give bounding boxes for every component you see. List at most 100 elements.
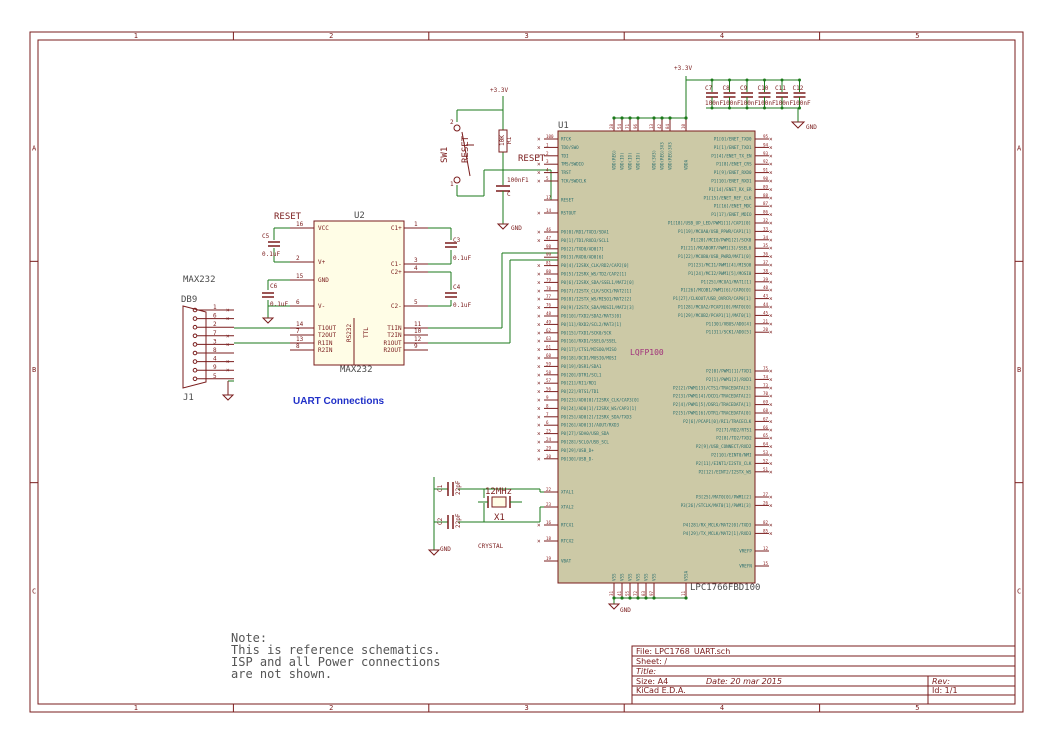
db9-pin-dot bbox=[192, 342, 198, 347]
u1-right-pin-num: 95 bbox=[763, 134, 769, 139]
u1-left-pin-num: 3 bbox=[546, 159, 549, 164]
u1-no-connect: × bbox=[769, 136, 773, 143]
u1-right-pin-num: 88 bbox=[763, 193, 769, 198]
u1-no-connect: × bbox=[537, 161, 541, 168]
u1-no-connect: × bbox=[769, 402, 773, 409]
u1-right-pin-name: P2[12]/EINT2/I2STX_WS bbox=[698, 469, 751, 474]
db9-pins: 1×6×27×3×84×9×5 bbox=[192, 304, 234, 382]
u1-left-pin-num: 30 bbox=[546, 454, 552, 459]
u1-right-pin-name: P1[26]/MCOB1/PWM1[6]/CAP0[0] bbox=[681, 288, 752, 293]
u2-right-pin-name: C2+ bbox=[391, 269, 402, 276]
u1-no-connect: × bbox=[769, 153, 773, 160]
u1-left-pin-name: P0[20]/DTR1/SCL1 bbox=[561, 372, 602, 377]
border-col-top: 4 bbox=[720, 32, 724, 40]
crystal-caps bbox=[447, 482, 454, 529]
u1-left-pin-num: 60 bbox=[546, 353, 552, 358]
junction-dot bbox=[798, 78, 801, 82]
u1-left-pin-name: TRST bbox=[561, 170, 572, 175]
u1-right-pin-num: 26 bbox=[763, 500, 769, 505]
tb-file: File: LPC1768_UART.sch bbox=[636, 647, 730, 656]
border-col-bottom: 2 bbox=[329, 704, 333, 712]
db9-pin-dot bbox=[192, 333, 198, 339]
u2-left-pin-num: 13 bbox=[296, 336, 304, 343]
u1-left-pin-num: 9 bbox=[546, 395, 549, 400]
u1-left-pin-num: 5 bbox=[546, 176, 549, 181]
note-line-3: ISP and all Power connections bbox=[231, 655, 441, 669]
sw1-pin1: 1 bbox=[450, 181, 454, 188]
u1-right-pin-name: P1[30]/VBUS/AD0[4] bbox=[706, 321, 751, 326]
title-block bbox=[631, 645, 1016, 705]
db9-pin-num: 3 bbox=[213, 338, 217, 345]
u2-left-pin-num: 15 bbox=[296, 273, 304, 280]
border-row-left: A bbox=[32, 145, 37, 153]
u1-right-pin-num: 15 bbox=[763, 561, 769, 566]
u1-no-connect: × bbox=[537, 210, 541, 217]
u1-no-connect: × bbox=[769, 212, 773, 219]
u1-left-pin-num: 47 bbox=[546, 235, 552, 240]
u1-right-pin-name: P1[27]/CLKOUT/USB_OVRCR/CAP0[1] bbox=[673, 296, 751, 301]
u2-cap-value: 0.1uF bbox=[262, 251, 280, 258]
u1-right-pin-num: 89 bbox=[763, 184, 769, 189]
u1-no-connect: × bbox=[537, 313, 541, 320]
u1-bottom-pin-num: 72 bbox=[633, 590, 638, 596]
db9-no-connect: × bbox=[226, 333, 230, 340]
u1-no-connect: × bbox=[769, 144, 773, 151]
u1-left-pin-num: 81 bbox=[546, 261, 552, 266]
u1-right-pin-num: 20 bbox=[763, 327, 769, 332]
u1-bottom-pin-name: VSS bbox=[620, 573, 625, 581]
u1-right-pin-name: P2[5]/PWM1[6]/DTR1/TRACEDATA[0] bbox=[673, 411, 751, 416]
u1-left-pin-name: P0[16]/RXD1/SSEL0/SSEL bbox=[561, 339, 617, 344]
u2-ttl-label: TTL bbox=[363, 327, 370, 338]
u1-left-pin-name: TCK/SWDCLK bbox=[561, 179, 587, 184]
u1-right-pin-name: P2[9]/USB_CONNECT/RXD2 bbox=[696, 444, 752, 449]
u1-right-pin-name: P1[18]/USB_UP_LED/PWM1[1]/CAP1[0] bbox=[668, 221, 751, 226]
reset-switch[interactable]: SW1 RESET 2 1 bbox=[440, 119, 474, 188]
u1-right-pin-num: 36 bbox=[763, 252, 769, 257]
lpc1766-chip bbox=[557, 130, 756, 584]
u1-right-pin-num: 33 bbox=[763, 226, 769, 231]
c2-value: 22pF bbox=[455, 513, 462, 528]
u1-left-pin-num: 79 bbox=[546, 277, 552, 282]
u1-left-pin-name: RTCK bbox=[561, 137, 572, 142]
junction-dot bbox=[745, 78, 749, 82]
u2-left-pin-name: V- bbox=[318, 303, 325, 310]
u1-top-pin-name: VDD(3V3) bbox=[652, 150, 657, 170]
u1-no-connect: × bbox=[769, 312, 773, 319]
u1-top-pin-num: 13 bbox=[649, 123, 654, 129]
u1-left-pin-num: 77 bbox=[546, 294, 552, 299]
border-col-top: 3 bbox=[525, 32, 529, 40]
u1-left-pin-num: 100 bbox=[546, 134, 554, 139]
u1-no-connect: × bbox=[537, 439, 541, 446]
u1-right-pin-num: 69 bbox=[763, 400, 769, 405]
border-col-top: 2 bbox=[329, 32, 333, 40]
db9-pin-dot bbox=[192, 359, 198, 364]
junction-dot bbox=[684, 116, 688, 120]
border-row-left: C bbox=[32, 587, 36, 595]
u1-left-pin-name: P0[11]/RXD2/SCL2/MAT3[1] bbox=[561, 322, 622, 327]
u1-right-pin-num: 68 bbox=[763, 408, 769, 413]
u1-no-connect: × bbox=[769, 220, 773, 227]
u1-top-pin-name: VDD(IO) bbox=[620, 152, 625, 170]
cap-top-value: 100nF bbox=[775, 100, 793, 107]
u1-gnd-wire bbox=[613, 597, 686, 604]
cap-top-value: 100nF bbox=[740, 100, 758, 107]
u1-left-pin-name: P0[2]/TXD0/AD0[7] bbox=[561, 246, 604, 251]
u1-no-connect: × bbox=[537, 422, 541, 429]
u1-right-pin-num: 34 bbox=[763, 235, 769, 240]
u1-left-pin-num: 22 bbox=[546, 487, 552, 492]
note-line-2: This is reference schematics. bbox=[231, 643, 441, 657]
u2-cap-value: 0.1uF bbox=[453, 255, 471, 262]
u1-right-pin-name: P2[4]/PWM1[5]/DSR1/TRACEDATA[1] bbox=[673, 402, 751, 407]
u1-left-pin-num: 46 bbox=[546, 227, 552, 232]
u1-right-pin-name: P4[29]/TX_MCLK/MAT2[1]/RXD3 bbox=[683, 531, 752, 536]
gnd-symbol-crystal bbox=[427, 549, 441, 556]
cap-top-ref: C7 bbox=[705, 85, 713, 92]
uart-connections-label: UART Connections bbox=[293, 396, 385, 407]
u1-left-pin-num: 76 bbox=[546, 303, 552, 308]
gnd-label-reset: GND bbox=[511, 225, 522, 232]
u1-right-pin-num: 27 bbox=[763, 492, 769, 497]
u2-left-pin-num: 7 bbox=[296, 328, 300, 335]
db9-no-connect: × bbox=[226, 359, 230, 366]
gnd-label-top: GND bbox=[806, 124, 817, 131]
u2-right-pin-num: 11 bbox=[414, 321, 422, 328]
